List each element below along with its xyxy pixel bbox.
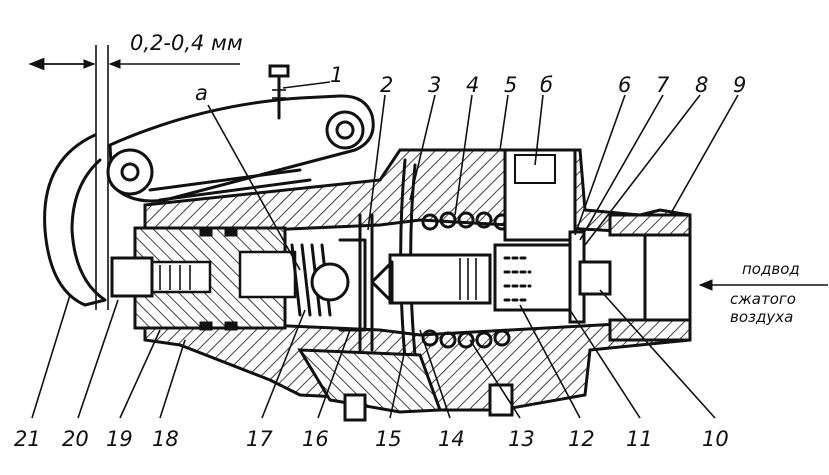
air-inlet-label: подвод сжатого воздуха [698, 260, 828, 326]
callout-19: 19 [106, 427, 133, 451]
callout-20: 20 [62, 427, 89, 451]
callout-17: 17 [246, 427, 273, 451]
air-inlet-line2: сжатого [730, 290, 796, 308]
callout-4: 4 [466, 73, 479, 97]
callout-2: 2 [380, 73, 393, 97]
callout-16: 16 [302, 427, 329, 451]
air-inlet-line3: воздуха [730, 308, 793, 326]
callout-21: 21 [14, 427, 41, 451]
callout-7: 7 [656, 73, 670, 97]
push-rod-20 [110, 256, 191, 298]
callout-18: 18 [152, 427, 179, 451]
callout-3: 3 [428, 73, 441, 97]
lever-assembly [43, 64, 375, 307]
clearance-label: 0,2-0,4 мм [130, 31, 243, 55]
leader-lines [31, 81, 739, 419]
callout-13: 13 [508, 427, 535, 451]
air-inlet-line1: подвод [742, 260, 800, 278]
valve-housing [110, 148, 692, 422]
spring-upper [421, 211, 511, 231]
callout-15: 15 [375, 427, 402, 451]
callout-12: 12 [568, 427, 595, 451]
clearance-dimension: 0,2-0,4 мм [28, 31, 243, 310]
callouts-top: 1 2 3 4 5 б 6 7 8 9 [330, 63, 746, 97]
callout-8: 8 [695, 73, 708, 97]
callout-14: 14 [438, 427, 465, 451]
callout-1: 1 [330, 63, 343, 87]
callout-9: 9 [733, 73, 746, 97]
callout-b: б [540, 73, 553, 97]
callout-10: 10 [702, 427, 729, 451]
callout-11: 11 [626, 427, 653, 451]
callout-6: 6 [618, 73, 631, 97]
annotation-a: а [195, 81, 208, 105]
callout-5: 5 [504, 73, 517, 97]
callouts-bottom: 21 20 19 18 17 16 15 14 13 12 11 10 [14, 427, 729, 451]
spring-lower [421, 329, 511, 349]
